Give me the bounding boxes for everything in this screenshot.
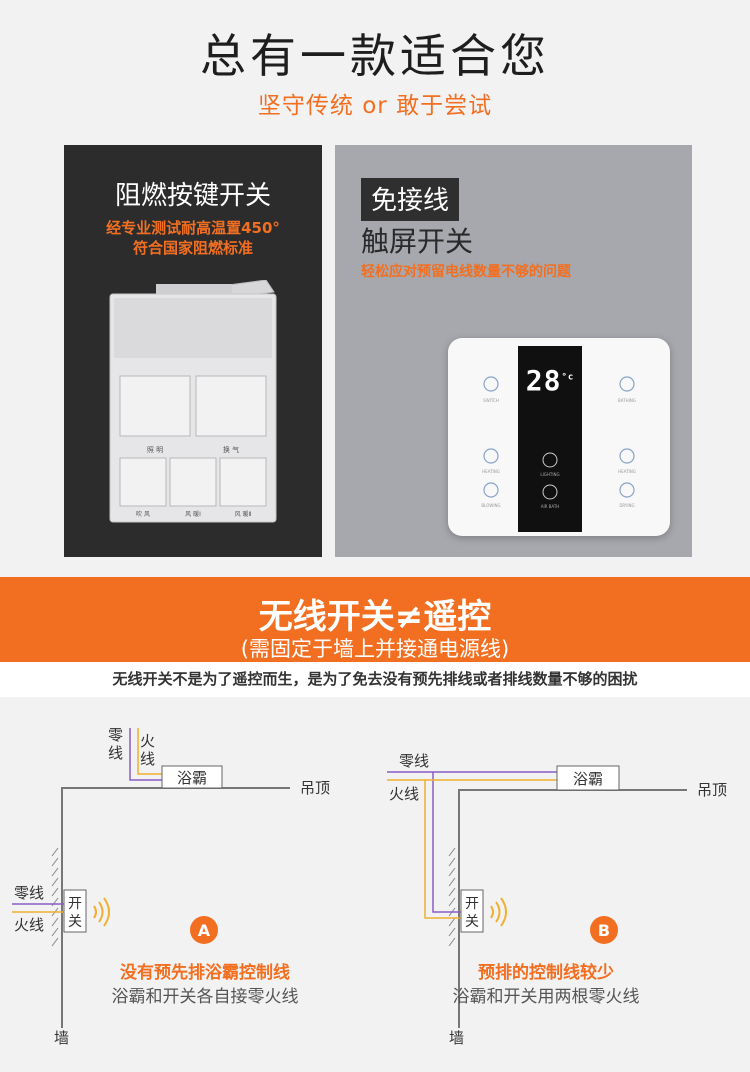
btn-label-drying: DRYING (619, 503, 634, 508)
live-wire-label: 火线 (14, 916, 44, 934)
btn-label-blowing: BLOWING (481, 503, 500, 508)
badge-a (190, 916, 218, 944)
caption-b-2: 浴霸和开关用两根零火线 (452, 987, 640, 1007)
heat-icon (483, 448, 499, 464)
temperature-readout: 28°c (525, 364, 575, 397)
banner-title: 无线开关≠遥控 (258, 597, 492, 637)
ceiling-label: 吊顶 (697, 781, 727, 799)
caption-a-2: 浴霸和开关各自接零火线 (111, 987, 299, 1007)
caption-a-1: 没有预先排浴霸控制线 (120, 963, 290, 983)
svg-text:A: A (198, 921, 211, 940)
switch-label-2: 换 气 (223, 445, 239, 454)
neutral-vertical-label-2: 线 (108, 744, 123, 762)
svg-text:开: 开 (465, 896, 479, 912)
push-button-switch-image: 照 明 换 气 吹 风 风 暖Ⅰ 风 暖Ⅱ (109, 280, 277, 523)
bulb-icon (542, 452, 558, 468)
page-title: 总有一款适合您 (200, 29, 550, 83)
svg-text:开: 开 (68, 896, 82, 912)
badge-b (590, 916, 618, 944)
banner-subtitle: (需固定于墙上并接通电源线) (240, 637, 510, 661)
dry-icon (619, 482, 635, 498)
power-icon (483, 376, 499, 392)
switch-label-3: 吹 风 (136, 510, 150, 518)
card-title: 触屏开关 (361, 225, 474, 258)
live-vertical-label-2: 线 (140, 750, 155, 768)
fan-icon (483, 482, 499, 498)
wireless-signal-icon (93, 897, 110, 927)
air-icon (542, 484, 558, 500)
caption-b-1: 预排的控制线较少 (478, 963, 614, 983)
svg-text:关: 关 (465, 914, 479, 930)
flame-retardant-card: 阻燃按键开关 经专业测试耐高温置450° 符合国家阻燃标准 照 明 换 气 吹 … (64, 145, 322, 557)
panel-display: 28°c LIGHTING AIR BATH (518, 346, 582, 532)
wall-label: 墙 (449, 1029, 464, 1047)
shower-icon (619, 376, 635, 392)
svg-text:关: 关 (68, 914, 82, 930)
btn-label-airbath: AIR BATH (541, 504, 560, 509)
touch-switch-card: 免接线 触屏开关 轻松应对预留电线数量不够的问题 28°c LIGHTING A… (335, 145, 692, 557)
wireless-banner: 无线开关≠遥控 (需固定于墙上并接通电源线) 无线开关不是为了遥控而生，是为了免… (0, 577, 750, 697)
switch-label-4: 风 暖Ⅰ (185, 510, 201, 518)
banner-note: 无线开关不是为了遥控而生，是为了免去没有预先排线或者排线数量不够的困扰 (112, 670, 638, 688)
heat2-icon (619, 448, 635, 464)
wireless-signal-icon (490, 897, 507, 927)
no-wiring-badge: 免接线 (361, 178, 460, 221)
neutral-wire-label: 零线 (399, 752, 429, 770)
btn-label-lighting: LIGHTING (540, 472, 559, 477)
card-feature-1: 经专业测试耐高温置450° (106, 219, 280, 237)
switch-label-5: 风 暖Ⅱ (235, 510, 252, 518)
wiring-diagram-a: 浴霸 零 线 火 线 吊顶 零线 火线 开 关 墙 A (12, 726, 330, 1047)
page-subtitle: 坚守传统 or 敢于尝试 (257, 93, 493, 119)
touch-panel-image: 28°c LIGHTING AIR BATH SWITCH HEATING BL… (448, 338, 670, 536)
live-wire-label: 火线 (389, 785, 419, 803)
svg-text:B: B (598, 921, 610, 940)
device-label: 浴霸 (573, 770, 603, 788)
switch-label-1: 照 明 (147, 446, 163, 454)
btn-label-switch: SWITCH (483, 398, 499, 403)
btn-label-bathing: BATHING (618, 398, 636, 403)
btn-label-heating: HEATING (482, 469, 500, 474)
wiring-diagram-b: 零线 火线 浴霸 吊顶 开 关 墙 B (387, 752, 727, 1047)
wall-label: 墙 (54, 1029, 69, 1047)
card-feature-2: 符合国家阻燃标准 (132, 239, 253, 257)
card-title: 阻燃按键开关 (114, 181, 271, 211)
btn-label-heating2: HEATING (618, 469, 636, 474)
live-vertical-label-1: 火 (140, 732, 155, 750)
neutral-wire-label: 零线 (14, 884, 44, 902)
neutral-vertical-label-1: 零 (108, 726, 123, 744)
device-label: 浴霸 (177, 769, 207, 787)
ceiling-label: 吊顶 (300, 779, 330, 797)
card-description: 轻松应对预留电线数量不够的问题 (361, 264, 571, 280)
